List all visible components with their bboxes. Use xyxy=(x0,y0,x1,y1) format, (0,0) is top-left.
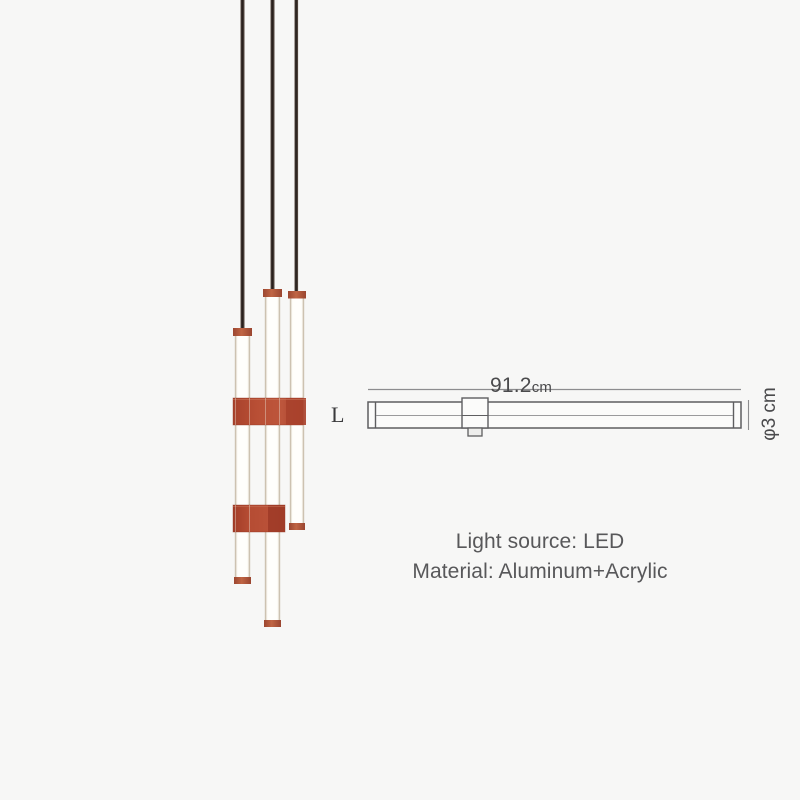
middle-tube-top-cap xyxy=(263,289,282,297)
left-tube xyxy=(233,328,252,584)
middle-tube-bottom-cap xyxy=(264,620,281,627)
middle-tube xyxy=(263,289,282,627)
center-mount-bracket xyxy=(461,397,489,437)
right-tube-bottom-cap xyxy=(289,523,305,530)
middle-cord xyxy=(270,0,275,292)
lower-crossbar xyxy=(232,504,286,533)
pendant-lamp-assembly xyxy=(232,0,306,627)
length-dimension-label: 91.2cm xyxy=(490,374,552,398)
left-tube-top-cap xyxy=(233,328,252,336)
material-text: Material: Aluminum+Acrylic xyxy=(412,560,668,584)
bar-body xyxy=(367,401,742,429)
left-tube-bottom-cap xyxy=(234,577,251,584)
length-value: 91.2 xyxy=(490,374,532,397)
suspension-cords xyxy=(240,0,299,332)
upper-crossbar xyxy=(232,397,306,426)
bar-profile-view xyxy=(367,388,750,437)
length-unit: cm xyxy=(531,379,553,396)
diameter-dimension-label: φ3 cm xyxy=(759,387,780,441)
right-tube-top-cap xyxy=(288,291,306,299)
left-cord xyxy=(240,0,245,332)
right-cord xyxy=(294,0,299,294)
light-source-text: Light source: LED xyxy=(455,530,625,553)
length-marker-label: L xyxy=(331,402,345,427)
mount-tab xyxy=(467,427,483,437)
specification-text-block: Light source: LED Material: Aluminum+Acr… xyxy=(340,527,740,588)
tube-overlay-edges xyxy=(235,398,280,532)
